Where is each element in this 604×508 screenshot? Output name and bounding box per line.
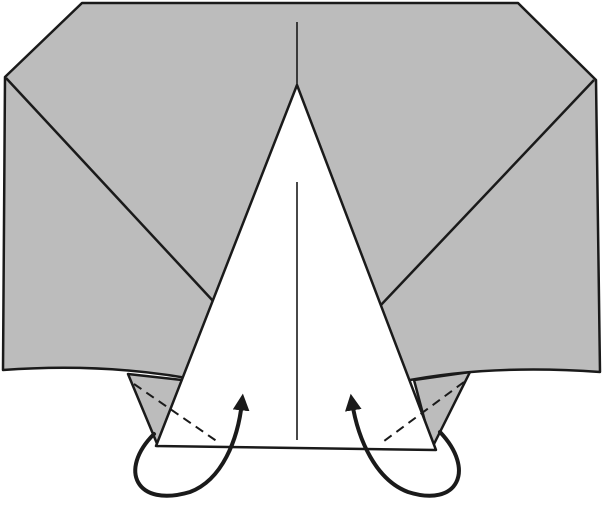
- left-fold-arrow: [133, 393, 250, 498]
- right-valley-fold-line: [379, 381, 465, 445]
- left-diagonal-crease: [5, 77, 215, 303]
- white-triangle-flap: [154, 83, 438, 452]
- left-valley-fold-line: [133, 383, 219, 443]
- right-fold-arrow: [345, 393, 461, 498]
- right-diagonal-crease: [379, 79, 595, 307]
